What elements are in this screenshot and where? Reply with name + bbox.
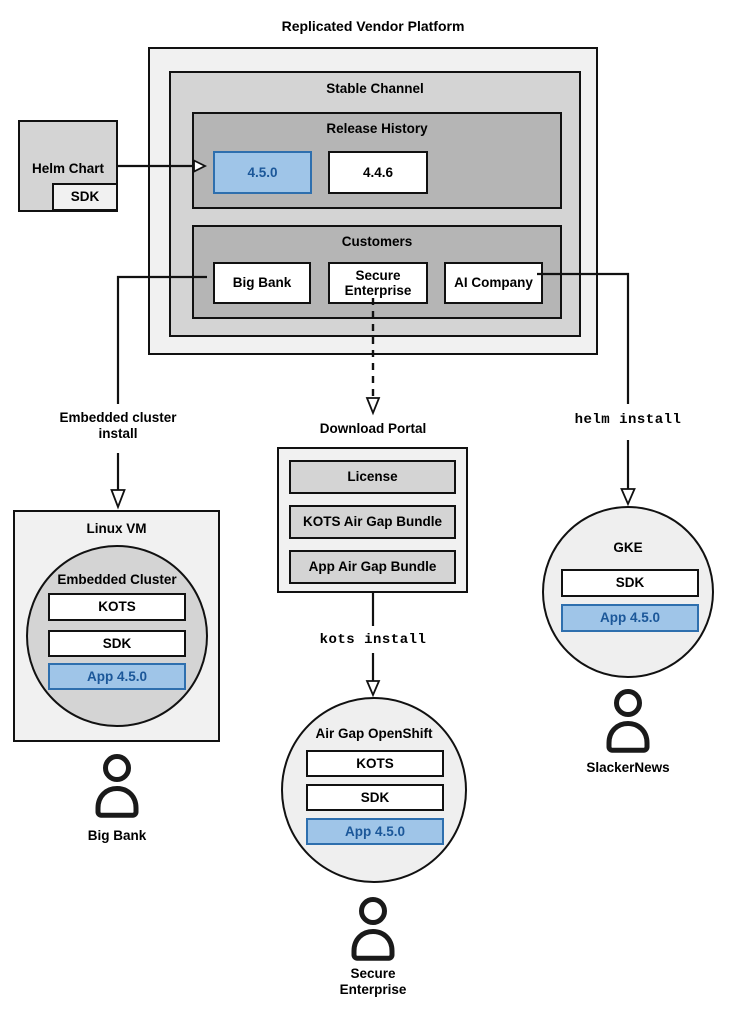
component-sdk: SDK [48,630,186,657]
user-icon-slackernews [596,688,660,761]
stable-channel-box: Stable Channel Release History 4.5.0 4.4… [169,71,581,337]
portal-item-app-bundle: App Air Gap Bundle [289,550,456,584]
arrowhead-down [365,397,381,416]
user-icon-big-bank [85,753,149,826]
customers-label: Customers [341,234,413,249]
person-icon [95,754,139,818]
release-history-label: Release History [326,121,428,136]
arrowhead-down [110,489,126,510]
gke-circle: GKE SDK App 4.5.0 [542,506,714,678]
embedded-cluster-circle: Embedded Cluster KOTS SDK App 4.5.0 [26,545,208,727]
user-icon-secure-enterprise [341,896,405,969]
user-label-big-bank: Big Bank [87,828,147,843]
person-icon [351,897,395,961]
customer-big-bank: Big Bank [213,262,311,304]
component-kots: KOTS [48,593,186,621]
helm-chart-sdk-box: SDK [52,183,118,211]
helm-install-label: helm install [574,412,682,428]
stable-channel-label: Stable Channel [326,81,424,96]
embedded-cluster-install-label: Embedded cluster install [59,410,177,441]
download-portal-box: License KOTS Air Gap Bundle App Air Gap … [277,447,468,593]
arrowhead-down [365,680,381,698]
release-4-4-6: 4.4.6 [328,151,428,194]
release-history-box: Release History 4.5.0 4.4.6 [192,112,562,209]
component-kots: KOTS [306,750,444,777]
component-app: App 4.5.0 [561,604,699,632]
helm-chart-box: Helm Chart SDK [18,120,118,212]
user-label-slackernews: SlackerNews [586,760,670,775]
portal-item-kots-bundle: KOTS Air Gap Bundle [289,505,456,539]
kots-install-label: kots install [319,632,427,648]
customer-secure-enterprise: Secure Enterprise [328,262,428,304]
component-app: App 4.5.0 [306,818,444,845]
customer-ai-company: AI Company [444,262,543,304]
download-portal-label: Download Portal [319,421,427,436]
component-sdk: SDK [306,784,444,811]
airgap-openshift-circle: Air Gap OpenShift KOTS SDK App 4.5.0 [281,697,467,883]
component-app: App 4.5.0 [48,663,186,690]
linux-vm-label: Linux VM [86,521,147,536]
portal-item-license: License [289,460,456,494]
customer-secure-enterprise-label: Secure Enterprise [344,267,412,298]
release-4-5-0: 4.5.0 [213,151,312,194]
embedded-cluster-label: Embedded Cluster [57,572,177,587]
airgap-openshift-label: Air Gap OpenShift [315,726,433,741]
linux-vm-box: Linux VM Embedded Cluster KOTS SDK App 4… [13,510,220,742]
customers-box: Customers Big Bank Secure Enterprise AI … [192,225,562,319]
component-sdk: SDK [561,569,699,597]
vendor-platform-box: Stable Channel Release History 4.5.0 4.4… [148,47,598,355]
user-label-secure-enterprise: Secure Enterprise [339,966,407,997]
diagram-title: Replicated Vendor Platform [281,18,465,34]
arrowhead-down [620,488,636,507]
helm-chart-label: Helm Chart [31,161,104,176]
person-icon [606,689,650,753]
gke-label: GKE [613,540,643,555]
